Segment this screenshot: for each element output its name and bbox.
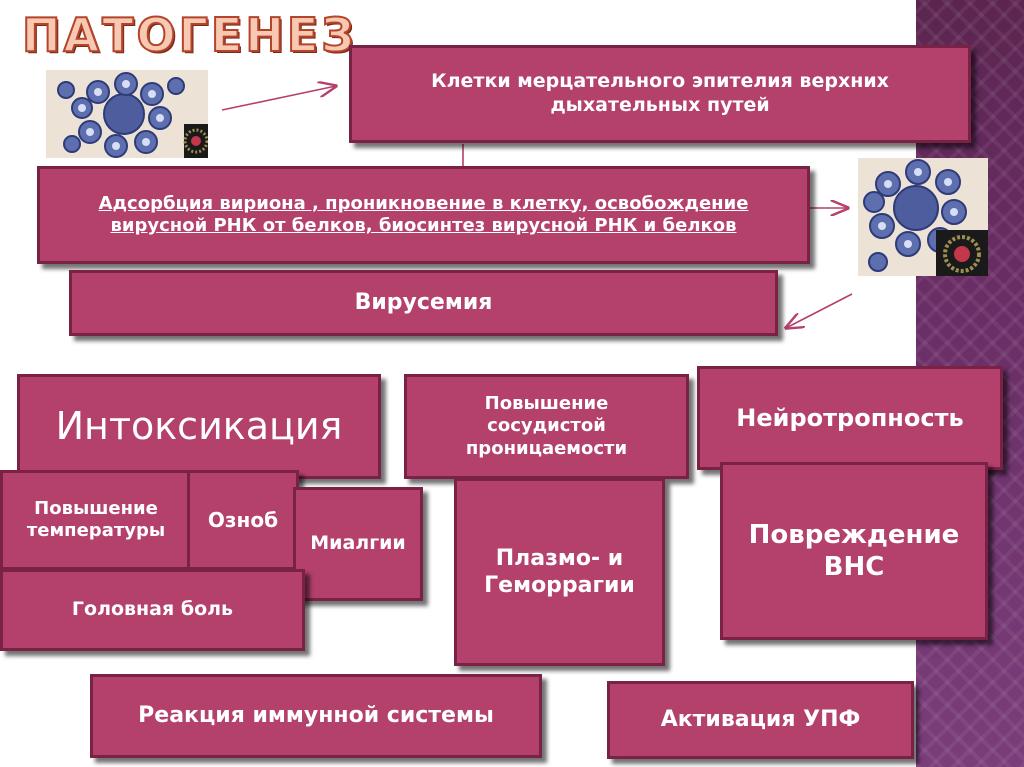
- box-upf-activation-label: Активация УПФ: [660, 707, 861, 733]
- box-myalgia: Миалгии: [293, 487, 423, 601]
- box-adsorption: Адсорбция вириона , проникновение в клет…: [37, 166, 810, 264]
- box-headache: Головная боль: [0, 569, 305, 651]
- page-title: ПАТОГЕНЕЗ: [21, 7, 357, 63]
- box-vascular-permeability: Повышение сосудистой проницаемости: [404, 374, 689, 479]
- box-headache-label: Головная боль: [71, 598, 234, 621]
- box-intoxication-label: Интоксикация: [55, 403, 343, 448]
- box-neurotropism: Нейротропность: [697, 366, 1003, 470]
- box-epithelium: Клетки мерцательного эпителия верхних ды…: [349, 45, 971, 143]
- box-temperature: Повышение температуры: [0, 470, 192, 570]
- virus-image-right: [858, 158, 988, 276]
- box-cns-damage: Повреждение ВНС: [720, 462, 988, 640]
- box-neurotropism-label: Нейротропность: [736, 404, 964, 432]
- box-immune-reaction: Реакция иммунной системы: [90, 674, 542, 758]
- box-vascular-permeability-label: Повышение сосудистой проницаемости: [465, 392, 628, 459]
- box-hemorrhage: Плазмо- и Геморрагии: [454, 478, 665, 666]
- virus-image-top: [46, 70, 208, 158]
- box-cns-damage-label: Повреждение ВНС: [748, 519, 960, 583]
- arrow-to-epithelium: [221, 86, 336, 111]
- box-myalgia-label: Миалгии: [310, 532, 406, 555]
- box-temperature-label: Повышение температуры: [26, 497, 166, 542]
- box-immune-reaction-label: Реакция иммунной системы: [138, 703, 494, 729]
- box-viremia: Вирусемия: [69, 270, 778, 336]
- box-chills: Озноб: [187, 470, 299, 570]
- box-viremia-label: Вирусемия: [354, 290, 493, 316]
- box-upf-activation: Активация УПФ: [607, 681, 914, 759]
- arrow-to-viremia: [786, 293, 853, 328]
- box-chills-label: Озноб: [207, 507, 279, 532]
- box-intoxication: Интоксикация: [17, 374, 381, 479]
- box-hemorrhage-label: Плазмо- и Геморрагии: [484, 545, 635, 599]
- box-adsorption-label: Адсорбция вириона , проникновение в клет…: [98, 192, 749, 237]
- box-epithelium-label: Клетки мерцательного эпителия верхних ды…: [431, 70, 889, 116]
